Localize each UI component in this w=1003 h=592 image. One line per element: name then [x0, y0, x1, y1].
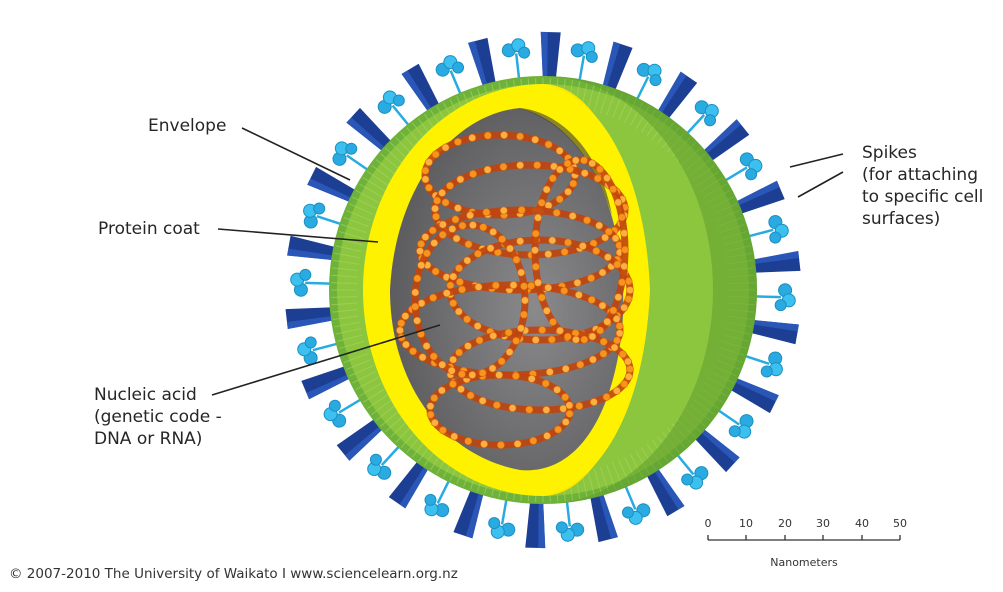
scale-tick-label-40: 40	[847, 517, 877, 530]
scale-tick-label-50: 50	[885, 517, 915, 530]
scale-unit-label: Nanometers	[754, 556, 854, 569]
spikes-leader-2	[798, 172, 843, 197]
spikes-label-line-2: (for attaching	[862, 164, 983, 186]
copyright-text: © 2007-2010 The University of Waikato I …	[9, 566, 458, 582]
spikes-label: Spikes (for attaching to specific cell s…	[862, 142, 983, 230]
scale-tick-label-20: 20	[770, 517, 800, 530]
envelope-leader	[242, 128, 350, 180]
protein-coat-label: Protein coat	[98, 218, 200, 240]
scale-tick-label-10: 10	[731, 517, 761, 530]
scale-tick-label-30: 30	[808, 517, 838, 530]
scale-tick-label-0: 0	[693, 517, 723, 530]
spikes-leader-1	[790, 154, 843, 167]
spikes-label-line-4: surfaces)	[862, 208, 983, 230]
nucleic-acid-label-line-1: Nucleic acid	[94, 384, 222, 406]
spikes-label-line-1: Spikes	[862, 142, 983, 164]
envelope-label: Envelope	[148, 115, 226, 137]
scale-bar	[708, 535, 900, 540]
nucleic-acid-label-line-2: (genetic code -	[94, 406, 222, 428]
nucleic-acid-label: Nucleic acid (genetic code - DNA or RNA)	[94, 384, 222, 450]
nucleic-acid-label-line-3: DNA or RNA)	[94, 428, 222, 450]
spikes-label-line-3: to specific cell	[862, 186, 983, 208]
